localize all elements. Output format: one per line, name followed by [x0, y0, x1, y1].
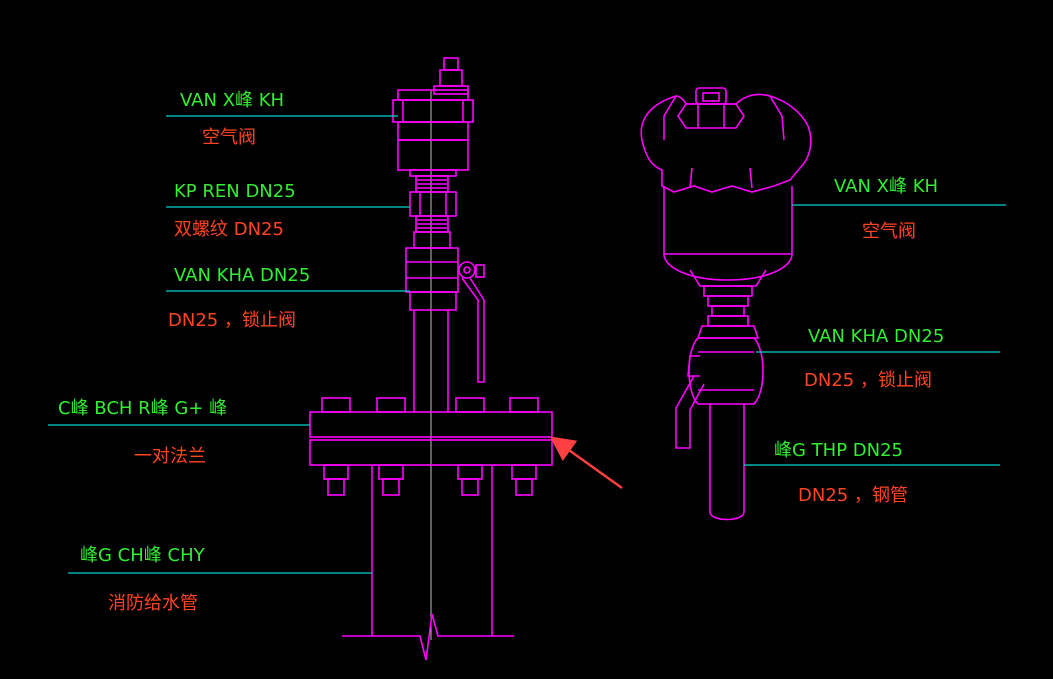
ball-valve-right	[675, 325, 764, 449]
label-pipe-vn: 峰G CH峰 CHY	[80, 545, 206, 566]
air-valve-left	[392, 57, 474, 177]
label-ball-valve-cn: DN25 ，锁止阀	[168, 310, 296, 331]
left-assembly: VAN X峰 KH 空气阀 KP REN DN25 双螺纹 DN25 VAN K…	[48, 57, 623, 661]
label-r-steel-pipe-cn: DN25 ，钢管	[798, 485, 908, 506]
label-air-valve-vn: VAN X峰 KH	[180, 90, 284, 111]
air-valve-right	[640, 87, 812, 287]
flange-bolts-bottom	[323, 464, 537, 496]
label-flange-vn: C峰 BCH R峰 G+ 峰	[58, 398, 227, 419]
label-air-valve-cn: 空气阀	[202, 127, 256, 148]
steel-pipe-right	[709, 404, 745, 521]
label-flange-cn: 一对法兰	[134, 446, 206, 467]
ball-valve-left	[405, 231, 485, 383]
label-ball-valve-vn: VAN KHA DN25	[174, 265, 310, 286]
union-right	[703, 285, 753, 327]
flange-pair	[309, 397, 553, 496]
label-r-ball-valve-vn: VAN KHA DN25	[808, 326, 944, 347]
label-r-air-valve-cn: 空气阀	[862, 221, 916, 242]
right-assembly: VAN X峰 KH 空气阀 VAN KHA DN25 DN25 ，锁止阀 峰G …	[640, 87, 1006, 521]
label-pipe-cn: 消防给水管	[108, 593, 198, 614]
label-r-ball-valve-cn: DN25 ，锁止阀	[804, 370, 932, 391]
flange-bolts-top	[321, 397, 539, 413]
label-union-vn: KP REN DN25	[174, 181, 296, 202]
callout-arrow	[549, 436, 623, 490]
label-union-cn: 双螺纹 DN25	[174, 219, 284, 240]
label-r-air-valve-vn: VAN X峰 KH	[834, 176, 938, 197]
fire-water-pipe	[342, 465, 514, 661]
union-left	[409, 175, 457, 233]
riser-pipe-left	[413, 310, 449, 412]
label-r-steel-pipe-vn: 峰G THP DN25	[774, 440, 903, 461]
